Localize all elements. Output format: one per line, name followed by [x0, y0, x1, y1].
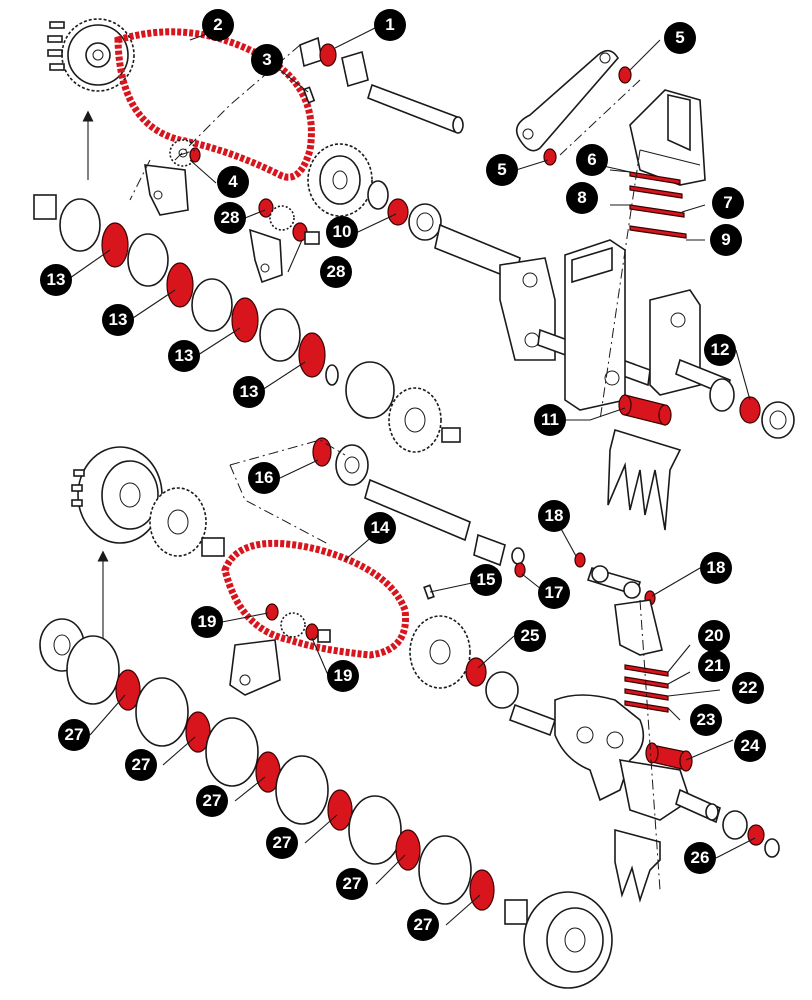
top-drive-sprocket	[47, 18, 135, 92]
lower-shaft	[312, 437, 526, 578]
callout-11: 11	[534, 404, 566, 436]
callout-26: 26	[684, 842, 716, 874]
upper-bracket	[629, 89, 706, 186]
callout-19-upper: 19	[191, 606, 223, 638]
lower-right-sprocket	[409, 615, 557, 737]
callout-13-a: 13	[40, 264, 72, 296]
crank-housing	[554, 694, 721, 824]
callout-24: 24	[734, 730, 766, 762]
lower-drive-chain	[221, 539, 410, 659]
callout-18-right: 18	[700, 552, 732, 584]
shim-stack-upper	[609, 169, 706, 241]
upper-drive-chain	[114, 28, 315, 181]
lower-knife-guard	[614, 828, 661, 903]
callout-7: 7	[712, 187, 744, 219]
callout-2: 2	[202, 9, 234, 41]
lower-linkage-arm	[574, 552, 663, 656]
callout-13-d: 13	[233, 376, 265, 408]
callout-5-upper: 5	[664, 22, 696, 54]
callout-27-e: 27	[336, 868, 368, 900]
lower-right-bearing	[705, 803, 780, 858]
callout-15: 15	[470, 564, 502, 596]
callout-27-b: 27	[125, 749, 157, 781]
callout-13-b: 13	[102, 304, 134, 336]
callout-18-left: 18	[538, 500, 570, 532]
callout-23: 23	[690, 704, 722, 736]
callout-17: 17	[538, 577, 570, 609]
callout-8: 8	[566, 182, 598, 214]
lower-chain-link-pin	[423, 584, 435, 600]
upper-disc-stack	[33, 194, 461, 453]
callout-14: 14	[364, 512, 396, 544]
right-bearing-housing	[709, 378, 795, 439]
callout-25: 25	[514, 620, 546, 652]
callout-4: 4	[217, 166, 249, 198]
callout-1: 1	[374, 9, 406, 41]
tube-frame	[564, 239, 731, 411]
callout-28-upper: 28	[214, 202, 246, 234]
callout-20: 20	[698, 620, 730, 652]
leader-lines	[69, 27, 756, 926]
callout-5-lower: 5	[486, 154, 518, 186]
shim-stack-lower	[624, 644, 721, 721]
callout-27-a: 27	[58, 719, 90, 751]
lower-bearing-sleeve	[645, 742, 693, 772]
lower-drum-top	[71, 446, 163, 544]
upper-knife-guard	[607, 428, 682, 531]
callout-10: 10	[326, 216, 358, 248]
callout-28-lower: 28	[320, 256, 352, 288]
callout-3: 3	[251, 44, 283, 76]
upper-bearing-sleeve	[618, 394, 672, 426]
callout-27-c: 27	[196, 785, 228, 817]
callout-21: 21	[698, 650, 730, 682]
upper-idler-arm	[248, 198, 320, 284]
callout-13-c: 13	[168, 340, 200, 372]
upper-large-sprocket	[307, 143, 373, 217]
callout-19-lower: 19	[327, 660, 359, 692]
callout-6: 6	[576, 144, 608, 176]
callout-22: 22	[732, 672, 764, 704]
callout-16: 16	[248, 462, 280, 494]
callout-9: 9	[710, 224, 742, 256]
lower-idler-arm	[229, 603, 331, 696]
callout-27-d: 27	[266, 827, 298, 859]
upper-idler-sprocket	[144, 139, 201, 216]
linkage-arm	[515, 49, 632, 166]
top-shaft	[299, 36, 464, 134]
lower-left-sprocket	[149, 487, 225, 557]
callout-12: 12	[704, 334, 736, 366]
callout-27-f: 27	[407, 909, 439, 941]
lower-disc-stack	[39, 618, 613, 989]
